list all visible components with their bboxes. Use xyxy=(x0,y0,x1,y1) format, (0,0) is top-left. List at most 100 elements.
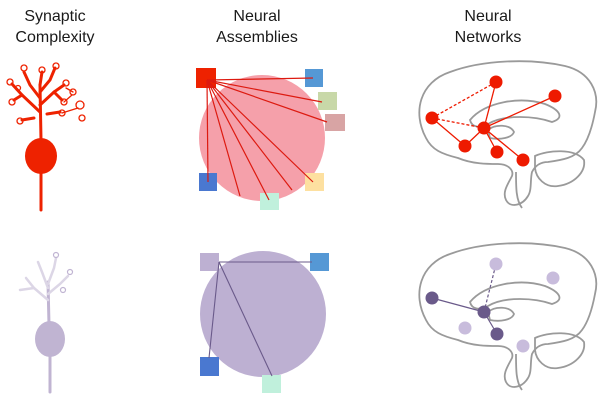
brain-network-icon-active xyxy=(418,60,598,209)
assembly-square-mint xyxy=(260,193,279,210)
assembly-connection xyxy=(206,79,314,183)
spine-icon xyxy=(66,268,74,276)
title-line: Networks xyxy=(454,29,522,46)
network-node-dark xyxy=(490,327,504,341)
neuron-branch xyxy=(46,274,70,296)
spine-icon xyxy=(60,98,68,106)
network-nodes-active xyxy=(425,75,562,167)
assembly-connection xyxy=(206,79,241,197)
spine-icon xyxy=(59,286,67,294)
assembly-connection xyxy=(218,261,273,377)
network-node xyxy=(490,145,504,159)
neuron-soma xyxy=(25,138,57,174)
spine-icon xyxy=(52,62,60,70)
network-node xyxy=(516,153,530,167)
assembly-square-green xyxy=(318,92,337,110)
network-node-light xyxy=(516,339,530,353)
assembly-connection xyxy=(208,261,220,359)
network-node-light xyxy=(546,271,560,285)
cerebellum xyxy=(534,150,586,188)
neuron-branch xyxy=(38,66,57,94)
neuron-branch xyxy=(45,110,62,116)
assembly-connection xyxy=(206,79,323,103)
assembly-connection xyxy=(206,79,328,123)
title-line: Synaptic xyxy=(24,8,86,25)
network-node-light xyxy=(458,321,472,335)
network-node-dark xyxy=(477,305,491,319)
assembly-square-rose xyxy=(325,114,345,131)
network-edges-active xyxy=(431,81,556,161)
network-edge xyxy=(483,95,556,129)
network-edge-dashed xyxy=(431,81,497,119)
neuron-branch xyxy=(22,70,42,100)
network-edge xyxy=(483,81,497,129)
column-title-neural-assemblies: Neural Assemblies xyxy=(192,6,322,48)
network-edge xyxy=(483,127,524,161)
assembly-circle-icon-faded xyxy=(200,251,329,393)
corpus-callosum xyxy=(469,281,561,310)
neuron-soma xyxy=(35,321,65,357)
spine-icon xyxy=(75,100,85,110)
neuron-branch xyxy=(52,90,64,102)
assembly-square-lavender xyxy=(200,253,219,271)
assembly-square-mint xyxy=(262,375,281,393)
assembly-circle xyxy=(200,251,326,377)
assembly-square-red xyxy=(196,68,216,88)
brain-network-icon-faded xyxy=(418,242,598,391)
network-node xyxy=(477,121,491,135)
column-title-synaptic-complexity: Synaptic Complexity xyxy=(0,6,120,48)
neuron-branch xyxy=(46,256,58,286)
brainstem xyxy=(515,353,523,391)
assembly-connection xyxy=(206,79,209,183)
assembly-circle xyxy=(199,75,325,201)
title-line: Neural xyxy=(464,8,512,25)
assembly-square-blue xyxy=(305,69,323,87)
assembly-connection xyxy=(206,79,293,191)
network-nodes-faded xyxy=(425,257,560,353)
title-line: Neural xyxy=(233,8,281,25)
thalamus xyxy=(486,306,515,322)
spine-icon xyxy=(14,84,22,92)
network-edge xyxy=(431,117,466,147)
spine-icon xyxy=(6,78,14,86)
spine-icon xyxy=(38,66,46,74)
network-node-light xyxy=(489,257,503,271)
spine-icon xyxy=(69,88,77,96)
column-title-neural-networks: Neural Networks xyxy=(423,6,553,48)
neuron-branch xyxy=(20,116,36,122)
neuron-branch xyxy=(12,93,24,102)
assembly-connection xyxy=(206,77,314,81)
title-line: Assemblies xyxy=(216,29,298,46)
network-edge xyxy=(431,297,485,313)
neuron-twig xyxy=(61,87,79,114)
network-node xyxy=(425,111,439,125)
spine-icon xyxy=(78,114,86,122)
spine-icon xyxy=(52,251,60,259)
network-node-dark xyxy=(425,291,439,305)
brainstem xyxy=(515,171,523,209)
neuron-branch xyxy=(36,260,50,290)
assembly-connection xyxy=(206,79,270,201)
neuron-icon-faded xyxy=(18,251,74,394)
title-line: Complexity xyxy=(15,29,95,46)
spine-icon xyxy=(62,79,70,87)
network-edge-dashed xyxy=(431,117,485,129)
network-node xyxy=(548,89,562,103)
spine-icon xyxy=(8,98,16,106)
assembly-square-blue xyxy=(310,253,329,271)
thalamus xyxy=(486,124,515,140)
network-edge-dashed xyxy=(483,263,497,313)
assembly-square-yellow xyxy=(305,173,324,191)
neuron-branch xyxy=(18,286,36,292)
neuron-branch xyxy=(38,70,44,87)
neuron-icon-active xyxy=(6,62,86,212)
assembly-square-dark-blue xyxy=(200,357,219,376)
network-node xyxy=(458,139,472,153)
network-node xyxy=(489,75,503,89)
cerebellum xyxy=(534,332,586,370)
spine-icon xyxy=(58,109,66,117)
spine-icon xyxy=(16,117,24,125)
assembly-circle-icon-active xyxy=(196,68,345,210)
spine-icon xyxy=(20,64,28,72)
